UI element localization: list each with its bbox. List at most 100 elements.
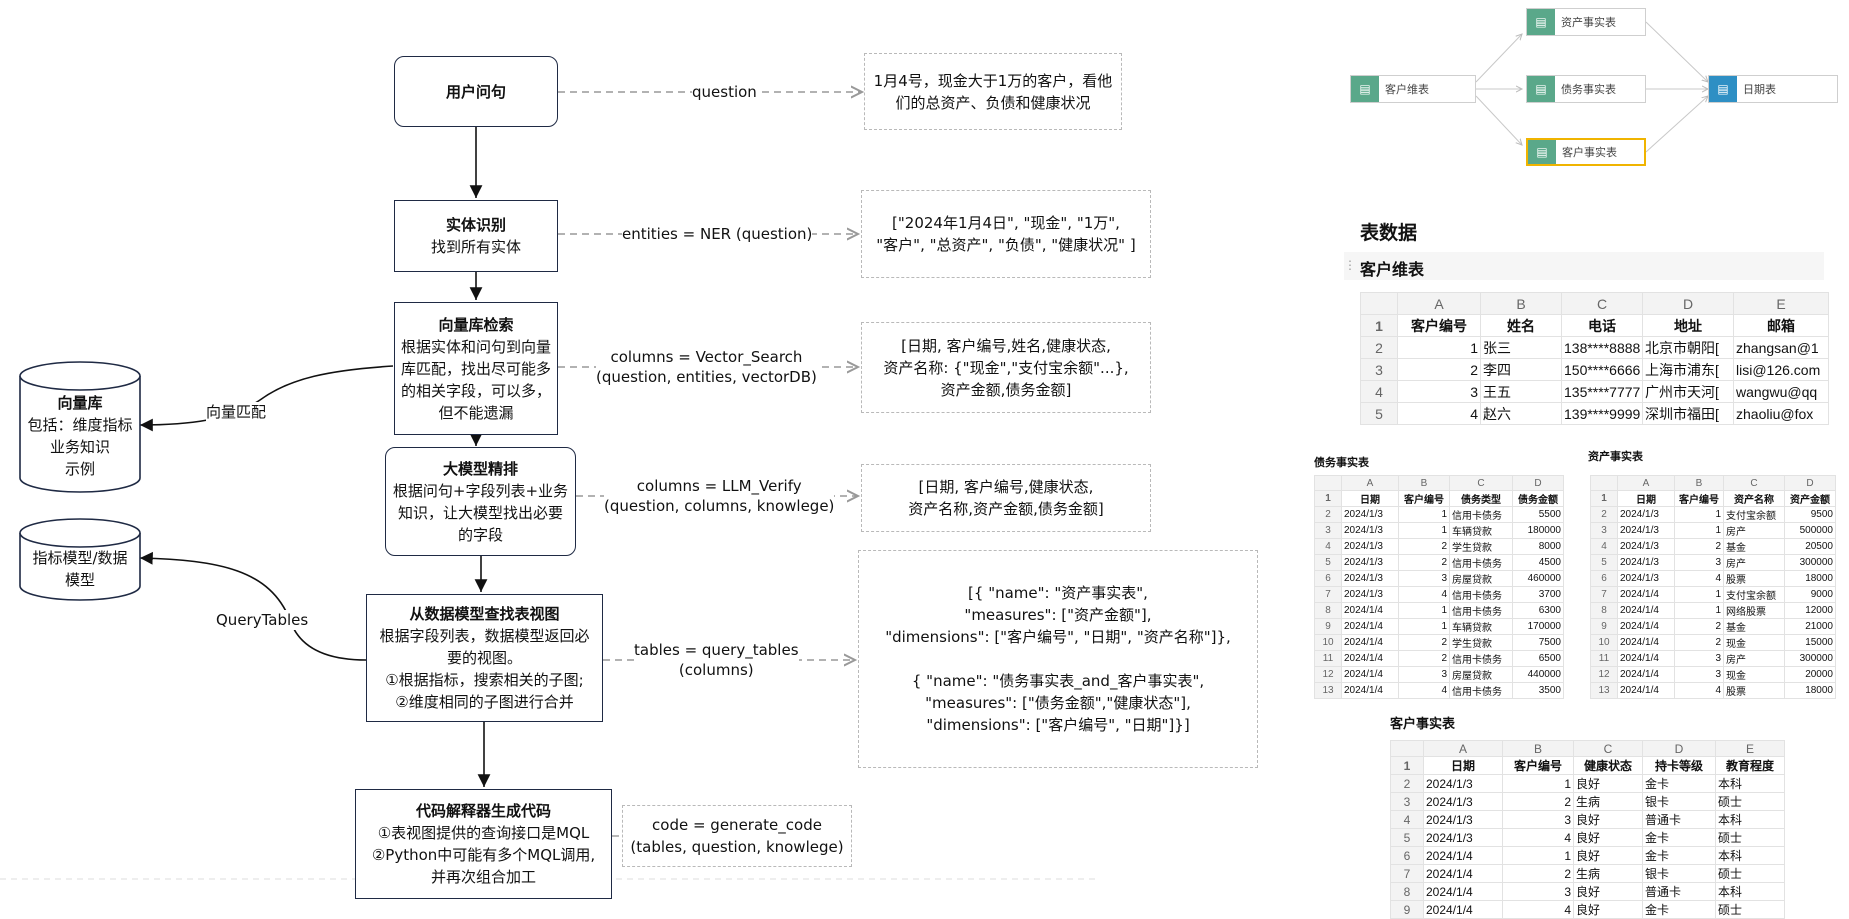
llm-rerank-desc: 根据问句+字段列表+业务知识，让大模型找出必要的字段 [392,481,569,544]
table-cell: 良好 [1573,828,1643,847]
table-cell: 股票 [1723,570,1785,587]
table-cell: 1 [1674,586,1724,603]
table-cell: 北京市朝阳[ [1642,336,1734,359]
row-number: 7 [1390,864,1424,883]
row-number: 4 [1314,538,1342,555]
table-cell: wangwu@qq [1733,380,1829,403]
edge-label-llm: columns = LLM_Verify (question, columns,… [604,476,835,516]
llm-rerank-title: 大模型精排 [442,459,518,478]
graph-node-debt-fact[interactable]: ▤ 债务事实表 [1526,75,1646,103]
table-cell: 2024/1/3 [1617,538,1675,555]
table-cell: 普通卡 [1642,882,1716,901]
table-cell: 2 [1397,358,1481,381]
table-cell: 15000 [1784,634,1836,651]
table-cell: 房产 [1723,522,1785,539]
table-cell: 3 [1674,650,1724,667]
table-cell: 2 [1674,618,1724,635]
graph-node-date-dim[interactable]: ▤ 日期表 [1708,75,1838,103]
table-cell: 5500 [1512,506,1564,523]
table-cell: 普通卡 [1642,810,1716,829]
table-cell: 2024/1/4 [1341,682,1399,699]
graph-node-customer-dim[interactable]: ▤ 客户维表 [1350,75,1476,103]
graph-node-customer-fact[interactable]: ▤ 客户事实表 [1526,138,1646,166]
graph-node-asset-fact[interactable]: ▤ 资产事实表 [1526,8,1646,36]
table-cell: 本科 [1715,882,1785,901]
table-cell: 2024/1/3 [1423,828,1503,847]
customer-dim-title-bar: ⋮ 客户维表 [1344,252,1824,280]
find-views-desc: 根据字段列表，数据模型返回必要的视图。 [379,627,590,667]
drag-handle-icon[interactable]: ⋮ [1344,258,1356,272]
table-cell: 王五 [1480,380,1562,403]
table-cell: 李四 [1480,358,1562,381]
code-gen-step3: 并再次组合加工 [430,868,536,886]
table-cell: 20000 [1784,666,1836,683]
note-columns-1: [日期, 客户编号,姓名,健康状态, 资产名称: {"现金","支付宝余额"..… [861,322,1151,413]
table-cell: 6300 [1512,602,1564,619]
table-cell: 21000 [1784,618,1836,635]
table-cell: 本科 [1715,774,1785,793]
column-header: 资产金额 [1784,490,1836,507]
table-cell: 支付宝余额 [1723,586,1785,603]
table-cell: 2024/1/4 [1617,650,1675,667]
note-question: 1月4号，现金大于1万的客户，看他 们的总资产、负债和健康状况 [864,53,1122,130]
column-header: 客户编号 [1398,490,1450,507]
table-cell: 3 [1674,554,1724,571]
table-cell: 良好 [1573,882,1643,901]
table-cell: 138****8888 [1561,336,1643,359]
table-cell: 赵六 [1480,402,1562,425]
column-letter: C [1573,740,1643,757]
table-cell: 2024/1/3 [1617,506,1675,523]
table-cell: 1 [1674,602,1724,619]
table-cell: 2024/1/3 [1341,522,1399,539]
table-cell: 300000 [1784,554,1836,571]
row-number: 2 [1390,774,1424,793]
table-cell: 本科 [1715,810,1785,829]
flow-connectors [0,0,1100,880]
column-header: 电话 [1561,314,1643,337]
table-cell: 房产 [1723,554,1785,571]
table-cell: 良好 [1573,810,1643,829]
relation-graph-edges [1475,21,1849,153]
row-number: 7 [1590,586,1618,603]
table-cell: 硕士 [1715,864,1785,883]
table-cell: 2024/1/4 [1341,666,1399,683]
note-tables: [{ "name": "资产事实表", "measures": ["资产金额"]… [858,550,1258,768]
vector-db-line3: 示例 [64,460,95,478]
table-cell: 4500 [1512,554,1564,571]
tables-heading: 表数据 [1360,223,1418,244]
table-cell: 440000 [1512,666,1564,683]
table-cell: 2024/1/4 [1341,618,1399,635]
row-number: 11 [1590,650,1618,667]
column-letter: D [1784,475,1836,491]
column-header: 健康状态 [1573,756,1643,775]
row-number: 12 [1314,666,1342,683]
customer-dim-title: 客户维表 [1360,262,1425,279]
table-cell: 300000 [1784,650,1836,667]
customer-fact-title: 客户事实表 [1390,716,1456,731]
row-number: 3 [1590,522,1618,539]
table-cell: 3500 [1512,682,1564,699]
table-cell: 1 [1398,506,1450,523]
table-cell: 1 [1398,602,1450,619]
table-cell: 金卡 [1642,774,1716,793]
column-header: 债务金额 [1512,490,1564,507]
row-number: 1 [1314,490,1342,507]
row-number: 1 [1590,490,1618,507]
table-cell: 8000 [1512,538,1564,555]
table-cell: zhaoliu@fox [1733,402,1829,425]
note-columns-2: [日期, 客户编号,健康状态, 资产名称,资产金额,债务金额] [861,464,1151,532]
table-icon: ▤ [1351,76,1379,102]
